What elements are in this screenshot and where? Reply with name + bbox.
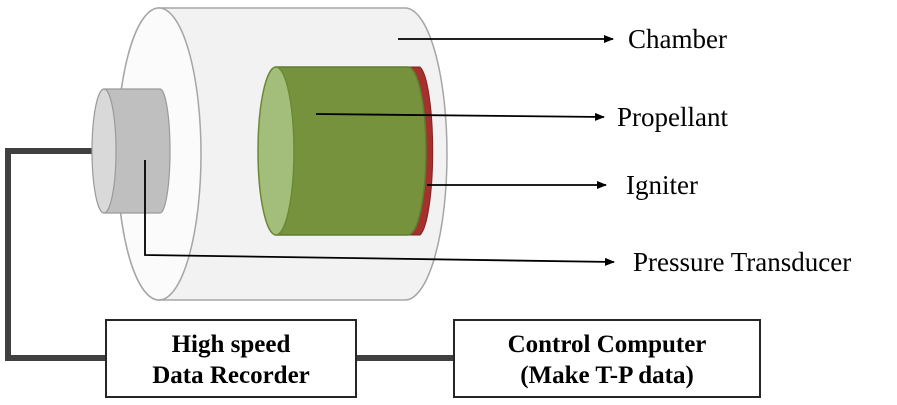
propellant-body xyxy=(275,66,427,236)
transducer-body xyxy=(103,88,171,214)
control-computer-line1: Control Computer xyxy=(508,331,707,358)
leader-arrows xyxy=(144,35,615,266)
data-recorder-line1: High speed xyxy=(172,331,291,358)
pressure-transducer xyxy=(91,88,171,214)
control-computer-frame xyxy=(453,319,761,398)
igniter-label: Igniter xyxy=(626,170,698,200)
transducer-front-face xyxy=(91,88,117,214)
chamber-label: Chamber xyxy=(628,24,727,54)
control-computer-box: Control Computer (Make T-P data) xyxy=(453,319,761,398)
transducer-to-recorder-wire xyxy=(5,148,106,361)
control-computer-line2: (Make T-P data) xyxy=(520,362,694,389)
data-recorder-frame xyxy=(105,319,357,398)
pressure-transducer-arrow xyxy=(144,160,615,266)
data-recorder-line2: Data Recorder xyxy=(152,362,310,389)
propellant xyxy=(257,66,427,236)
data-recorder-box: High speed Data Recorder xyxy=(105,319,357,398)
propellant-label: Propellant xyxy=(617,102,728,132)
propellant-front-face xyxy=(257,66,295,236)
pressure-transducer-label: Pressure Transducer xyxy=(633,247,851,277)
propellant-arrow xyxy=(315,112,605,121)
signal-wires xyxy=(5,148,454,361)
